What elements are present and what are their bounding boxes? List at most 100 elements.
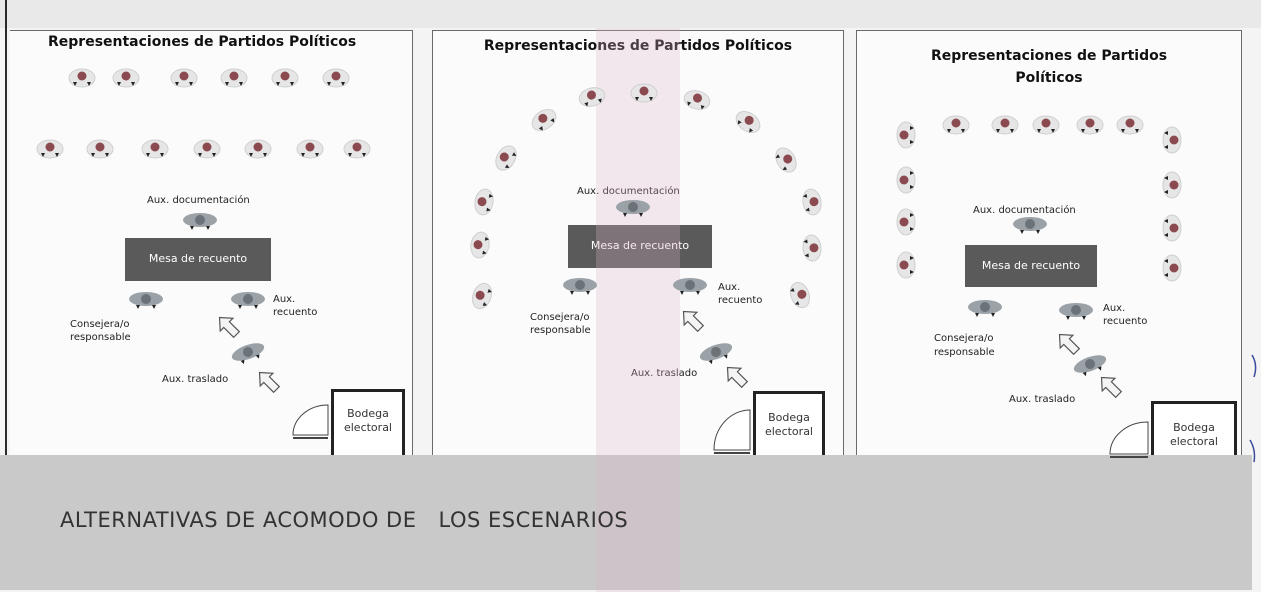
party-representative-seat [802,234,822,262]
panel-1-bodega-label-2: electoral [343,421,392,434]
pink-overlay-stripe [596,28,680,592]
party-representative-seat [1116,115,1144,135]
left-margin-rule [5,0,7,570]
party-representative-seat [1076,115,1104,135]
panel-2-arrow-traslado [726,366,749,389]
panel-3-aux-traslado-label: Aux. traslado [1009,394,1076,405]
party-representative-seat [896,251,916,279]
party-representative-seat [630,83,658,103]
footer-title-part-2: LOS ESCENARIOS [438,508,629,532]
party-representative-seat [991,115,1019,135]
pen-mark-1 [1251,354,1257,378]
scenario-panel-1: Representaciones de Partidos Políticos A… [10,30,413,462]
panel-3-aux-documentacion-seat [1013,217,1047,234]
panel-2-bodega-door [713,409,751,454]
party-representative-seat [1032,115,1060,135]
panel-2-aux-recuento-label-2: recuento [718,295,763,306]
panel-2-consejera-seat [563,278,597,295]
party-representative-seat [1162,214,1182,242]
panel-1-aux-documentacion-seat [183,213,217,230]
panel-3-aux-traslado-seat [1073,355,1107,377]
party-representative-seat [36,139,64,159]
party-representative-seat [531,109,557,131]
panel-1-aux-recuento-label-2: recuento [273,307,318,318]
panel-3-bodega-label-2: electoral [1169,435,1218,448]
panel-3-arrow-up [1058,333,1081,356]
party-representative-seat [68,68,96,88]
panel-3-aux-documentacion-label: Aux. documentación [973,205,1076,216]
party-representative-seat [789,281,811,309]
panel-1-aux-recuento-label-1: Aux. [273,294,296,305]
panel-2-bodega-label-1: Bodega [768,411,810,424]
party-representative-seat [141,139,169,159]
panel-1-title: Representaciones de Partidos Políticos [48,34,357,50]
panel-2-mesa-de-recuento: Mesa de recuento [568,225,712,268]
panel-3-bodega-door [1109,421,1149,458]
panel-2-responsable-label: responsable [530,325,591,336]
top-band [0,0,1261,28]
party-representative-seat [683,90,711,110]
panel-2-bodega-label-2: electoral [764,425,813,438]
party-representative-seat [802,188,822,216]
panel-3-title-line-2: Políticos [1015,70,1083,86]
panel-2-aux-traslado-label: Aux. traslado [631,368,698,379]
panel-2-bodega-electoral [753,391,825,461]
panel-1-aux-documentacion-label: Aux. documentación [147,195,250,206]
party-representative-seat [112,68,140,88]
panel-2-aux-traslado-seat [699,343,733,365]
panel-1-consejera-label: Consejera/o [70,319,130,330]
panel-1-aux-recuento-seat [231,292,265,309]
party-representative-seat [474,188,494,216]
party-representative-seat [244,139,272,159]
panel-1-arrow-traslado [258,371,281,394]
party-representative-seat [896,166,916,194]
scenario-panel-3: Representaciones de Partidos Políticos A… [856,30,1242,462]
panel-3-aux-recuento-seat [1059,303,1093,320]
party-representative-seat [170,68,198,88]
party-representative-seat [735,111,761,133]
panel-1-consejera-seat [129,292,163,309]
party-representative-seat [471,282,493,310]
party-representative-seat [942,115,970,135]
panel-2-aux-recuento-label-1: Aux. [718,282,741,293]
party-representative-seat [1162,126,1182,154]
panel-1-aux-traslado-seat [231,343,265,365]
panel-3-aux-recuento-label-1: Aux. [1103,303,1126,314]
party-representative-seat [271,68,299,88]
panel-2-aux-documentacion-seat [616,200,650,217]
panel-1-aux-traslado-label: Aux. traslado [162,374,229,385]
party-representative-seat [495,145,517,171]
footer-title-part-1: ALTERNATIVAS DE ACOMODO DE [60,508,417,532]
panel-1-mesa-de-recuento: Mesa de recuento [125,238,271,281]
panel-3-bodega-electoral [1151,401,1237,461]
panel-2-arrow-up [682,310,705,333]
party-representative-seat [1162,254,1182,282]
party-representative-seat [775,147,797,173]
panel-3-mesa-de-recuento: Mesa de recuento [965,245,1097,287]
party-representative-seat [1162,171,1182,199]
panel-1-arrow-up [218,316,241,339]
panel-3-bodega-label-1: Bodega [1173,421,1215,434]
panel-3-responsable-label: responsable [934,347,995,358]
party-representative-seat [896,121,916,149]
panel-3-title-line-1: Representaciones de Partidos [930,48,1168,64]
panel-1-bodega-door [292,404,329,439]
panel-2-title: Representaciones de Partidos Políticos [483,38,793,54]
party-representative-seat [470,231,490,259]
party-representative-seat [193,139,221,159]
panel-2-aux-documentacion-label: Aux. documentación [577,186,680,197]
panel-2-consejera-label: Consejera/o [530,312,590,323]
panel-1-responsable-label: responsable [70,332,131,343]
panel-3-arrow-traslado [1100,376,1123,399]
pen-mark-2 [1249,439,1256,463]
scenario-panel-2: Representaciones de Partidos Políticos A… [432,30,844,462]
panel-1-bodega-label-1: Bodega [347,407,389,420]
panel-3-consejera-seat [968,300,1002,317]
party-representative-seat [896,208,916,236]
panel-2-aux-recuento-seat [673,278,707,295]
party-representative-seat [220,68,248,88]
party-representative-seat [296,139,324,159]
party-representative-seat [343,139,371,159]
panel-3-consejera-label: Consejera/o [934,333,994,344]
